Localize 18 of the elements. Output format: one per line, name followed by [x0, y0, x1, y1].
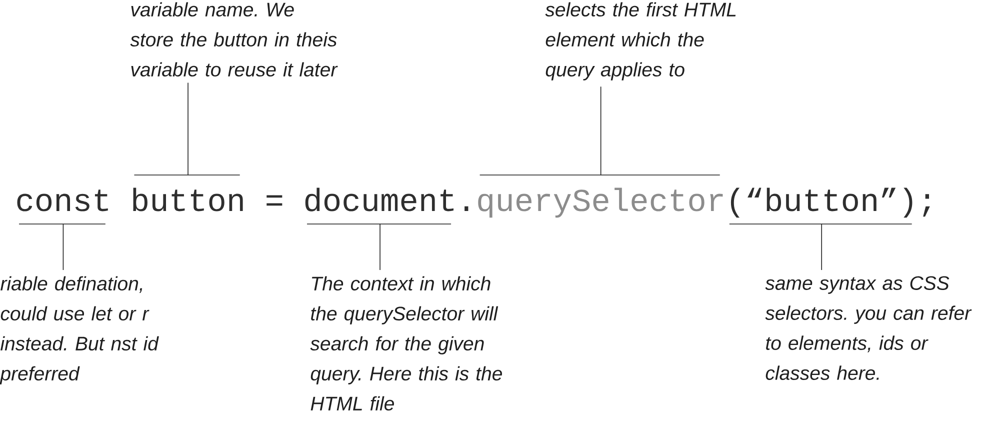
code-symbol: ;	[923, 194, 930, 217]
annotation-text: same syntax as CSS selectors. you can refer to elements, ids or classes here.	[765, 276, 972, 380]
code-token: querySelector	[478, 188, 723, 218]
code-symbol: .	[464, 206, 468, 211]
leader-line	[134, 82, 240, 176]
leader-line	[729, 224, 912, 270]
leader-line	[479, 86, 720, 176]
code-token: document	[305, 188, 454, 212]
annotation-text: selects the first HTML element which the query applies to	[545, 2, 736, 80]
code-symbol: =	[266, 195, 282, 206]
leader-line	[18, 224, 106, 270]
leader-line	[306, 224, 452, 270]
annotation-text: The context in which the querySelector will search for the given query. Here this is the HTML file	[310, 276, 502, 410]
code-token: (“button”)	[730, 188, 912, 218]
code-token: const	[17, 190, 108, 212]
code-token: button	[133, 188, 243, 212]
annotation-text: variable name. We store the button in theis variable to reuse it later	[130, 2, 338, 76]
annotation-text: riable defination, could use let or r instead. But nst id preferred	[0, 276, 159, 384]
